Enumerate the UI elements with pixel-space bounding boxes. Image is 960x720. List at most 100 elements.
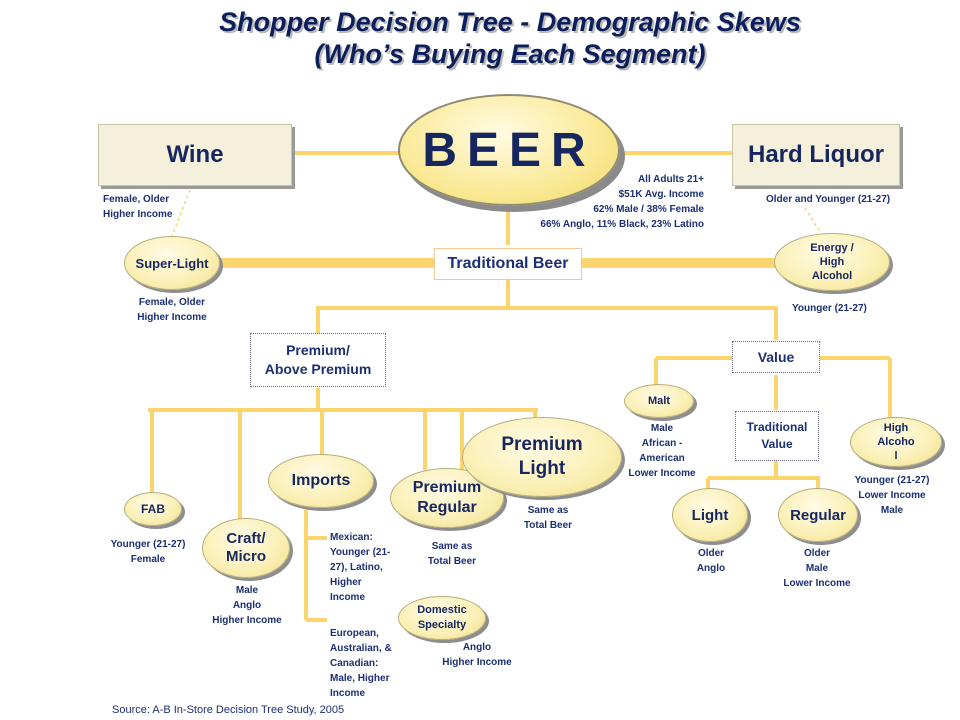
high-alcohol-demo: Younger (21-27) Lower Income Male bbox=[846, 473, 938, 518]
malt-oval: Malt bbox=[624, 384, 694, 418]
connector-wine-superlight bbox=[171, 189, 191, 237]
all-adults-line4: 66% Anglo, 11% Black, 23% Latino bbox=[540, 219, 704, 230]
regular-demo-line1: Older bbox=[803, 548, 831, 559]
regular-demo-line2: Male bbox=[805, 563, 829, 574]
beer-label: BEER bbox=[422, 123, 596, 177]
european-line2: Australian, & bbox=[330, 643, 392, 654]
european-line3: Canadian: bbox=[330, 658, 379, 669]
domestic-line1: Domestic bbox=[417, 604, 467, 616]
craft-demo-line2: Anglo bbox=[232, 600, 262, 611]
craft-line2: Micro bbox=[225, 548, 266, 565]
connector-liquor-energy bbox=[804, 207, 823, 236]
traditional-value-line2: Value bbox=[761, 437, 793, 451]
mexican-line2: Younger (21- bbox=[330, 547, 391, 558]
craft-demo-line1: Male bbox=[235, 585, 259, 596]
light-demo: Older Anglo bbox=[686, 546, 736, 576]
domestic-demo-line1: Anglo bbox=[462, 642, 492, 653]
regular-demo: Older Male Lower Income bbox=[776, 546, 858, 591]
beer-oval: BEER bbox=[398, 94, 620, 206]
page-title-line1: Shopper Decision Tree - Demographic Skew… bbox=[219, 7, 801, 37]
fab-demo-line1: Younger (21-27) bbox=[110, 539, 186, 550]
malt-demo: Male African - American Lower Income bbox=[622, 421, 702, 481]
premium-regular-demo-line2: Total Beer bbox=[427, 556, 477, 567]
energy-demo: Younger (21-27) bbox=[792, 303, 867, 314]
premium-light-demo: Same as Total Beer bbox=[516, 503, 580, 533]
premium-light-line2: Light bbox=[518, 458, 566, 479]
premium-regular-demo-line1: Same as bbox=[431, 541, 473, 552]
fab-oval: FAB bbox=[124, 492, 182, 526]
domestic-specialty-oval: Domestic Specialty bbox=[398, 596, 486, 640]
premium-line1: Premium/ bbox=[286, 342, 350, 358]
value-box: Value bbox=[732, 341, 820, 373]
premium-light-oval: Premium Light bbox=[462, 417, 622, 497]
hard-liquor-box: Hard Liquor bbox=[732, 124, 900, 186]
premium-regular-demo: Same as Total Beer bbox=[420, 539, 484, 569]
premium-light-demo-line2: Total Beer bbox=[523, 520, 573, 531]
imports-european-demo: European, Australian, & Canadian: Male, … bbox=[330, 626, 392, 701]
super-light-oval: Super-Light bbox=[124, 236, 220, 290]
fab-demo: Younger (21-27) Female bbox=[104, 537, 192, 567]
mexican-line1: Mexican: bbox=[330, 532, 373, 543]
energy-line2: High bbox=[819, 256, 845, 268]
domestic-demo-line2: Higher Income bbox=[442, 657, 512, 668]
wine-demo: Female, Older Higher Income bbox=[103, 192, 172, 222]
european-line5: Income bbox=[330, 688, 366, 699]
traditional-value-box: Traditional Value bbox=[735, 411, 819, 461]
high-alcohol-line3: l bbox=[894, 450, 898, 462]
premium-regular-line2: Regular bbox=[417, 499, 477, 516]
traditional-beer-label: Traditional Beer bbox=[447, 255, 569, 272]
wine-box: Wine bbox=[98, 124, 292, 186]
mexican-line3: 27), Latino, bbox=[330, 562, 383, 573]
european-line1: European, bbox=[330, 628, 379, 639]
all-adults-line3: 62% Male / 38% Female bbox=[593, 204, 704, 215]
high-alcohol-demo-line3: Male bbox=[880, 505, 904, 516]
malt-demo-line4: Lower Income bbox=[628, 468, 696, 479]
premium-regular-oval: Premium Regular bbox=[390, 468, 504, 528]
premium-line2: Above Premium bbox=[264, 361, 372, 377]
source-note: Source: A-B In-Store Decision Tree Study… bbox=[112, 704, 345, 716]
mexican-line5: Income bbox=[330, 592, 366, 603]
wine-label: Wine bbox=[166, 141, 224, 168]
high-alcohol-demo-line1: Younger (21-27) bbox=[854, 475, 930, 486]
malt-demo-line1: Male bbox=[650, 423, 674, 434]
all-adults-demo: All Adults 21+ $51K Avg. Income 62% Male… bbox=[520, 172, 704, 232]
light-demo-line2: Anglo bbox=[696, 563, 726, 574]
malt-label: Malt bbox=[648, 395, 670, 407]
premium-light-line1: Premium bbox=[501, 434, 583, 455]
imports-mexican-demo: Mexican: Younger (21- 27), Latino, Highe… bbox=[330, 530, 390, 605]
all-adults-line2: $51K Avg. Income bbox=[618, 189, 704, 200]
craft-demo-line3: Higher Income bbox=[212, 615, 282, 626]
light-label: Light bbox=[691, 506, 729, 524]
energy-line1: Energy / bbox=[810, 242, 854, 254]
fab-label: FAB bbox=[141, 502, 165, 516]
malt-demo-line3: American bbox=[639, 453, 685, 464]
super-light-label: Super-Light bbox=[135, 255, 209, 271]
craft-demo: Male Anglo Higher Income bbox=[203, 583, 291, 628]
high-alcohol-oval: High Alcoho l bbox=[850, 417, 942, 467]
energy-line3: Alcohol bbox=[811, 270, 853, 282]
super-light-demo: Female, Older Higher Income bbox=[128, 295, 216, 325]
energy-high-alcohol-oval: Energy / High Alcohol bbox=[774, 233, 890, 291]
high-alcohol-line2: Alcoho bbox=[877, 436, 915, 448]
craft-micro-oval: Craft/ Micro bbox=[202, 518, 290, 578]
wine-demo-line1: Female, Older bbox=[103, 194, 170, 205]
regular-oval: Regular bbox=[778, 488, 858, 542]
premium-light-demo-line1: Same as bbox=[527, 505, 569, 516]
fab-demo-line2: Female bbox=[130, 554, 166, 565]
all-adults-line1: All Adults 21+ bbox=[637, 174, 704, 185]
regular-demo-line3: Lower Income bbox=[783, 578, 851, 589]
malt-demo-line2: African - bbox=[641, 438, 683, 449]
premium-box: Premium/ Above Premium bbox=[250, 333, 386, 387]
imports-oval: Imports bbox=[268, 454, 374, 508]
traditional-value-line1: Traditional bbox=[746, 420, 808, 434]
hard-liquor-demo: Older and Younger (21-27) bbox=[766, 194, 891, 205]
hard-liquor-label: Hard Liquor bbox=[748, 141, 884, 168]
value-label: Value bbox=[757, 348, 795, 365]
wine-demo-line2: Higher Income bbox=[103, 209, 173, 220]
light-oval: Light bbox=[672, 488, 748, 542]
mexican-line4: Higher bbox=[330, 577, 362, 588]
super-light-demo-line1: Female, Older bbox=[138, 297, 206, 308]
craft-line1: Craft/ bbox=[226, 530, 266, 547]
